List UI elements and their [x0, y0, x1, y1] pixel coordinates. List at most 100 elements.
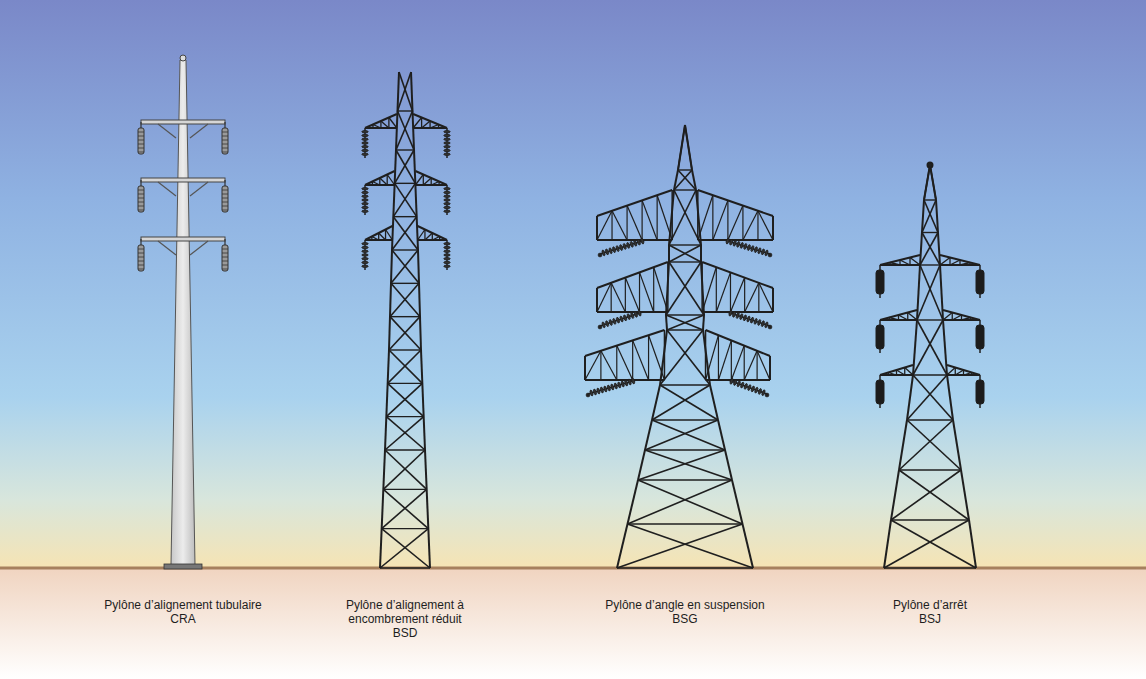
stroke	[702, 267, 716, 312]
pylon-code: BSJ	[919, 612, 941, 626]
stroke	[392, 249, 418, 250]
stroke	[922, 200, 936, 233]
stroke	[917, 265, 940, 320]
stroke	[913, 320, 917, 375]
stroke	[716, 272, 730, 312]
stroke	[138, 249, 144, 250]
stroke	[362, 149, 368, 151]
pylon-name: Pylône d’arrêt	[893, 598, 967, 612]
stroke	[702, 262, 773, 288]
stroke	[390, 317, 421, 350]
stroke	[444, 203, 450, 205]
stroke	[386, 417, 425, 450]
stroke	[758, 283, 759, 312]
stroke	[761, 249, 765, 255]
stroke	[879, 265, 881, 270]
stroke	[372, 182, 379, 186]
stroke	[979, 320, 981, 325]
stroke	[222, 261, 228, 262]
stroke	[678, 125, 685, 170]
stroke	[961, 470, 969, 520]
stroke	[385, 449, 425, 450]
ground	[0, 568, 1146, 679]
stroke	[757, 319, 761, 325]
stroke	[415, 171, 447, 185]
stroke	[754, 318, 758, 324]
stroke	[388, 350, 421, 383]
clamp	[765, 393, 769, 397]
pylon-code: BSD	[393, 626, 418, 640]
stroke	[747, 384, 751, 390]
pylon-code: CRA	[170, 612, 195, 626]
stroke	[138, 144, 144, 145]
stroke	[905, 368, 913, 376]
stroke	[743, 243, 747, 249]
stroke	[698, 190, 773, 216]
insulator	[138, 186, 144, 212]
stroke	[979, 349, 981, 353]
stroke	[628, 480, 733, 524]
stroke	[678, 169, 692, 170]
stroke	[979, 375, 981, 380]
stroke	[713, 200, 728, 240]
stroke	[393, 217, 418, 250]
stroke	[391, 283, 420, 316]
stroke	[617, 382, 621, 388]
stroke	[754, 246, 758, 252]
insulator	[222, 245, 228, 271]
stroke	[700, 245, 702, 262]
stroke	[224, 180, 225, 186]
clamp	[598, 253, 602, 257]
stroke	[757, 211, 758, 240]
insulator	[876, 325, 884, 349]
stroke	[907, 419, 953, 420]
stroke	[190, 124, 208, 138]
stroke	[395, 183, 416, 184]
stroke	[222, 202, 228, 203]
stroke	[593, 389, 597, 395]
stroke	[657, 195, 672, 240]
stroke	[962, 318, 971, 321]
stroke	[422, 121, 430, 128]
stroke	[634, 311, 638, 317]
stroke	[940, 265, 943, 320]
stroke	[652, 420, 725, 450]
stroke	[362, 188, 368, 190]
stroke	[444, 188, 450, 190]
stroke	[759, 283, 773, 312]
stroke	[614, 383, 618, 389]
stroke	[362, 199, 368, 201]
stroke	[730, 278, 744, 312]
stroke	[889, 318, 898, 321]
stroke	[393, 216, 416, 217]
stroke	[737, 381, 741, 387]
stroke	[432, 237, 439, 241]
stroke	[584, 356, 586, 380]
stroke	[413, 114, 447, 128]
stroke	[616, 317, 620, 323]
stroke	[600, 387, 604, 393]
insulator	[976, 325, 984, 349]
stroke	[628, 379, 632, 385]
stroke	[666, 315, 703, 330]
stroke	[750, 317, 754, 323]
stroke	[362, 142, 368, 144]
stroke	[924, 165, 930, 200]
stroke	[396, 111, 413, 150]
stroke	[362, 258, 368, 260]
stroke	[190, 182, 208, 196]
stroke	[669, 262, 704, 315]
stroke	[769, 356, 771, 380]
caption-group: Pylône d’arrêtBSJ	[850, 598, 1010, 626]
stroke	[757, 351, 758, 380]
stroke	[669, 244, 701, 245]
stroke	[669, 261, 701, 262]
stroke	[611, 283, 612, 312]
stroke	[616, 245, 620, 251]
stroke	[678, 170, 696, 190]
stroke	[444, 258, 450, 260]
stroke	[754, 387, 758, 393]
stroke	[890, 263, 900, 266]
stroke	[913, 375, 953, 420]
stroke	[652, 419, 718, 420]
